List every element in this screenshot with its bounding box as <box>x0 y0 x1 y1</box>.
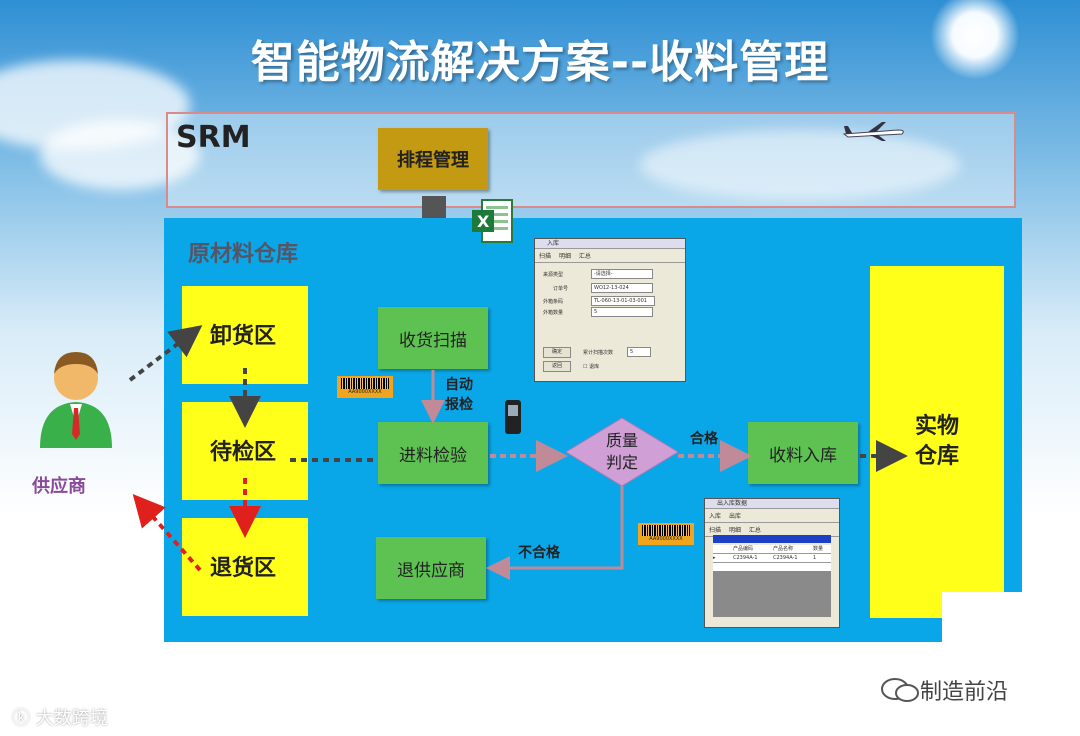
subtab-summary[interactable]: 汇总 <box>748 527 761 534</box>
scan-count-label: 累计扫描次数 <box>583 350 614 356</box>
col-product-code: 产品编码 <box>733 546 754 552</box>
cell-product-code: C2394A-1 <box>733 555 758 561</box>
chat-icon <box>881 678 919 702</box>
subtab-scan[interactable]: 扫描 <box>709 527 722 534</box>
outer-qty-field[interactable]: 5 <box>591 307 653 317</box>
data-grid: 产品编码 产品名称 数量 ▸ C2394A-1 C2394A-1 1 <box>713 545 831 617</box>
handheld-scanner-icon <box>505 400 521 434</box>
inout-window-titlebar: 出入库数据 <box>705 499 839 509</box>
back-button[interactable]: 返回 <box>543 361 571 372</box>
watermark-logo-icon: ⓚ <box>12 708 36 729</box>
svg-text:X: X <box>477 212 490 231</box>
tab-summary[interactable]: 汇总 <box>578 253 591 260</box>
subtab-detail[interactable]: 明细 <box>728 527 741 534</box>
source-type-label: 来源类型 <box>543 272 564 278</box>
quality-judgement-line2: 判定 <box>605 453 638 472</box>
watermark-right-text: 制造前沿 <box>920 680 1009 705</box>
unload-zone-label: 卸货区 <box>210 324 277 349</box>
cell-qty: 1 <box>813 555 817 561</box>
supplier-label: 供应商 <box>32 476 86 497</box>
source-type-select[interactable]: -请选择- <box>591 269 653 279</box>
cloud <box>640 130 960 200</box>
tab-detail[interactable]: 明细 <box>558 253 571 260</box>
return-supplier-box: 退供应商 <box>376 537 486 599</box>
pass-label: 合格 <box>690 431 718 447</box>
white-corner <box>942 592 1022 646</box>
receive-store-box: 收料入库 <box>748 422 858 484</box>
auto-inspect-line2: 报检 <box>445 397 473 413</box>
barcode-label: AA9000XXXX <box>638 523 694 545</box>
order-label: 订单号 <box>553 286 569 292</box>
auto-inspect-line1: 自动 <box>445 377 473 393</box>
inout-window-tabs: 入库 出库 <box>705 509 839 523</box>
schedule-management-box: 排程管理 <box>378 128 488 190</box>
srm-label: SRM <box>176 120 251 155</box>
physical-warehouse-line2: 仓库 <box>914 444 959 469</box>
receiving-window: 入库 扫描 明细 汇总 来源类型 -请选择- 订单号 WO12-13-024 外… <box>534 238 686 382</box>
supplier-person-icon <box>40 352 112 448</box>
page-title: 智能物流解决方案--收料管理 <box>250 37 830 88</box>
grid-header: 产品编码 产品名称 数量 <box>713 545 831 553</box>
outer-barcode-field[interactable]: TL-060-13-01-03-001 <box>591 296 655 306</box>
quality-judgement-line1: 质量 <box>605 431 638 450</box>
table-row[interactable] <box>713 562 831 571</box>
barcode-text: AA9000XXXX <box>348 389 382 395</box>
col-qty: 数量 <box>813 546 824 552</box>
table-row[interactable]: ▸ C2394A-1 C2394A-1 1 <box>713 553 831 562</box>
sun-glow <box>930 0 1020 80</box>
scan-count-field: 5 <box>627 347 651 357</box>
outer-barcode-label: 外箱条码 <box>543 299 564 305</box>
outer-qty-label: 外箱数量 <box>543 310 564 316</box>
excel-icon: X <box>472 199 513 243</box>
watermark-left-text: 大数跨境 <box>35 708 108 729</box>
fail-label: 不合格 <box>518 545 560 561</box>
cloud <box>40 120 200 190</box>
receiving-window-tabs: 扫描 明细 汇总 <box>535 249 685 263</box>
srm-panel <box>166 112 1016 208</box>
barcode-label: AA9000XXXX <box>337 376 393 398</box>
quality-judgement-diamond <box>566 418 678 486</box>
confirm-button[interactable]: 确定 <box>543 347 571 358</box>
auto-inspect-label: 自动 报检 <box>445 374 473 414</box>
unload-zone: 卸货区 <box>182 286 308 384</box>
selection-bar <box>713 535 831 543</box>
inspect-wait-zone-label: 待检区 <box>210 440 277 465</box>
inout-data-window: 出入库数据 入库 出库 扫描 明细 汇总 产品编码 产品名称 数量 ▸ C239… <box>704 498 840 628</box>
warehouse-label: 原材料仓库 <box>188 242 299 267</box>
incoming-inspection-box: 进料检验 <box>378 422 488 484</box>
watermark-left: ⓚ 大数跨境 <box>12 704 108 730</box>
tab-inbound[interactable]: 入库 <box>709 513 722 520</box>
watermark-right: 制造前沿 <box>880 674 1008 706</box>
tab-outbound[interactable]: 出库 <box>728 513 741 520</box>
quality-judgement-label: 质量 判定 <box>566 430 678 474</box>
barcode-icon <box>642 525 690 536</box>
receive-scan-box: 收货扫描 <box>378 307 488 369</box>
barcode-text: AA9000XXXX <box>649 536 683 542</box>
tab-scan[interactable]: 扫描 <box>539 253 552 260</box>
cell-product-name: C2394A-1 <box>773 555 798 561</box>
col-product-name: 产品名称 <box>773 546 794 552</box>
order-field[interactable]: WO12-13-024 <box>591 283 653 293</box>
barcode-icon <box>341 378 389 389</box>
physical-warehouse-line1: 实物 <box>914 414 959 439</box>
airplane-icon <box>842 122 904 141</box>
receiving-window-titlebar: 入库 <box>535 239 685 249</box>
return-checkbox-label: 退库 <box>589 364 600 370</box>
return-checkbox[interactable]: ☐ 退库 <box>583 364 600 370</box>
return-zone-label: 退货区 <box>210 556 277 581</box>
